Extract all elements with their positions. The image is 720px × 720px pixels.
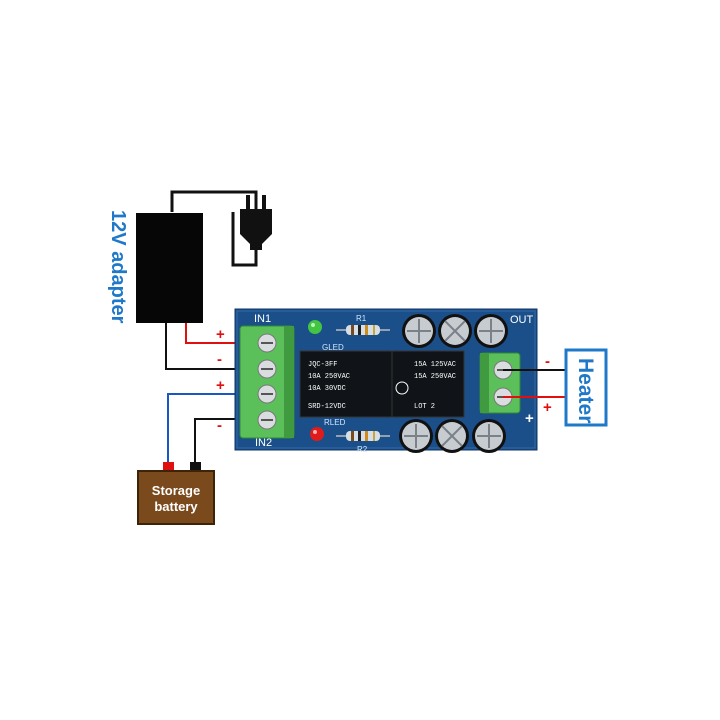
in2-minus-sign: - <box>217 417 222 434</box>
in2-silk-label: IN2 <box>255 437 272 449</box>
power-adapter: 12V adapter <box>107 210 203 324</box>
r1-silk-label: R1 <box>356 314 367 323</box>
adapter-body <box>136 213 203 323</box>
storage-battery: Storage battery <box>137 462 215 525</box>
terminal-screw <box>257 410 277 430</box>
in1-silk-label: IN1 <box>254 313 271 325</box>
gled-silk-label: GLED <box>322 343 344 352</box>
svg-text:LOT 2: LOT 2 <box>414 403 435 411</box>
capacitor <box>399 419 433 453</box>
svg-text:SRD-12VDC: SRD-12VDC <box>308 403 346 411</box>
terminal-screw <box>257 359 277 379</box>
capacitor <box>402 314 436 348</box>
r2-silk-label: R2 <box>357 445 368 454</box>
capacitor <box>438 314 472 348</box>
out-minus-sign: - <box>545 353 550 370</box>
heater-label: Heater <box>574 358 597 423</box>
svg-text:10A 250VAC: 10A 250VAC <box>308 373 350 381</box>
relay-left: JQC-3FF 10A 250VAC 10A 30VDC SRD-12VDC <box>299 350 393 418</box>
out-plus-sign: + <box>543 399 552 416</box>
battery-negative-terminal <box>190 462 201 472</box>
adapter-negative-wire <box>165 323 265 370</box>
svg-text:10A 30VDC: 10A 30VDC <box>308 385 346 393</box>
output-terminal-block <box>479 352 521 414</box>
resistor-r2 <box>336 431 390 441</box>
adapter-label: 12V adapter <box>107 210 129 324</box>
battery-label-line1: Storage <box>152 483 200 498</box>
terminal-screw <box>257 333 277 353</box>
svg-text:JQC-3FF: JQC-3FF <box>308 361 337 369</box>
board-plus-mark: + <box>525 410 534 427</box>
resistor-r1 <box>336 325 390 335</box>
pcb-board: IN1 IN2 OUT <box>234 308 538 454</box>
svg-text:15A 125VAC: 15A 125VAC <box>414 361 456 369</box>
rled-silk-label: RLED <box>324 418 346 427</box>
capacitor <box>474 314 508 348</box>
in1-plus-sign: + <box>216 326 225 343</box>
terminal-screw <box>257 384 277 404</box>
green-led <box>308 320 322 334</box>
capacitor <box>435 419 469 453</box>
in1-minus-sign: - <box>217 351 222 368</box>
relay-right: 15A 125VAC 15A 250VAC LOT 2 <box>391 350 465 418</box>
input-terminal-block <box>239 325 295 439</box>
in2-plus-sign: + <box>216 377 225 394</box>
out-silk-label: OUT <box>510 314 534 326</box>
battery-label-line2: battery <box>154 499 198 514</box>
battery-positive-terminal <box>163 462 174 472</box>
heater-load: Heater <box>564 348 608 427</box>
svg-text:15A 250VAC: 15A 250VAC <box>414 373 456 381</box>
ac-plug <box>170 190 272 267</box>
capacitor <box>472 419 506 453</box>
red-led <box>310 427 324 441</box>
battery-positive-wire <box>167 393 265 468</box>
